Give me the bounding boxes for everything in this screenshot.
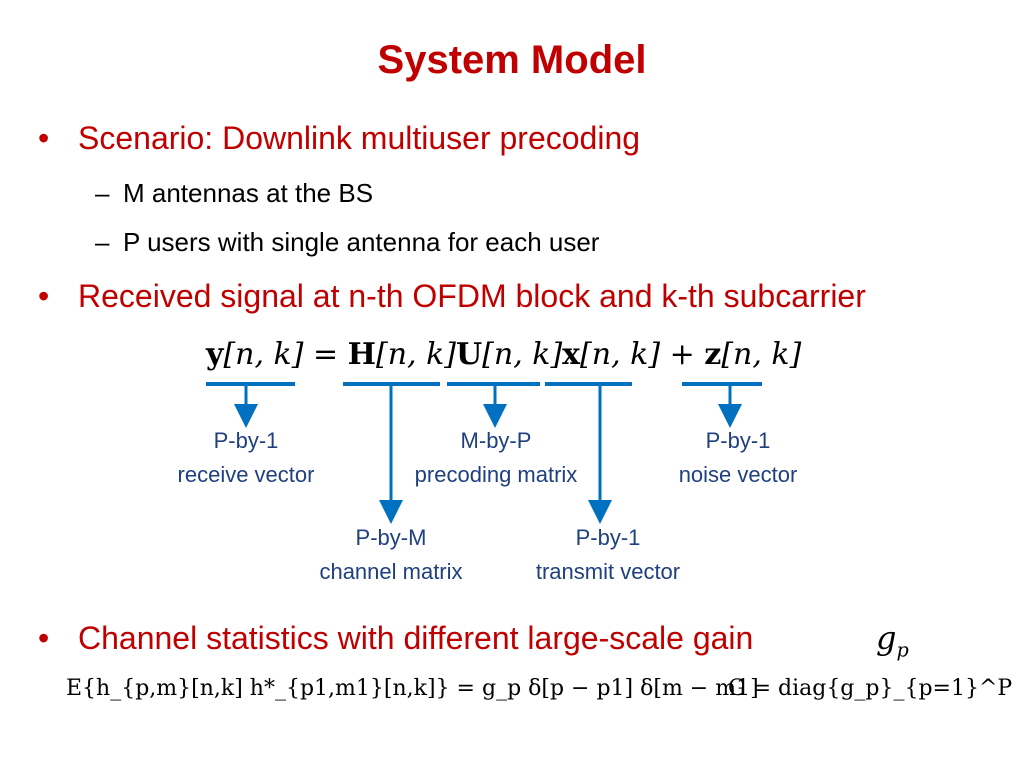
label-transmit-vector: P-by-1 transmit vector [508, 521, 708, 589]
eq-arg: [n, k] [580, 337, 661, 372]
signal-equation: y[n, k] = H[n, k]U[n, k]x[n, k] + z[n, k… [206, 340, 801, 370]
gain-sub: p [896, 638, 909, 662]
label-desc: channel matrix [319, 559, 463, 584]
eq-H: H [347, 337, 377, 372]
eq-arg: [n, k] [721, 337, 802, 372]
eq-equals: = [312, 337, 339, 372]
slide-title: System Model [377, 38, 647, 82]
dash-icon: – [95, 227, 110, 257]
eq-arg: [n, k] [223, 337, 304, 372]
eq-arg: [n, k] [482, 337, 563, 372]
eq-x: x [562, 337, 581, 372]
label-dim: P-by-1 [705, 428, 771, 453]
diag-formula: G = diag{g_p}_{p=1}^P [728, 676, 1013, 701]
sub-bullet-users: –P users with single antenna for each us… [95, 229, 599, 255]
label-dim: M-by-P [460, 428, 532, 453]
label-dim: P-by-1 [213, 428, 279, 453]
bullet-text: Scenario: Downlink multiuser precoding [78, 120, 641, 156]
bullet-dot-icon: • [38, 278, 50, 314]
label-noise-vector: P-by-1 noise vector [638, 424, 838, 492]
sub-bullet-antennas: –M antennas at the BS [95, 180, 373, 206]
eq-z: z [704, 337, 722, 372]
label-desc: transmit vector [535, 559, 681, 584]
label-precoding-matrix: M-by-P precoding matrix [396, 424, 596, 492]
statistics-formula: E{h_{p,m}[n,k] h*_{p1,m1}[n,k]} = g_p δ[… [66, 676, 759, 701]
label-desc: noise vector [678, 462, 798, 487]
sub-bullet-text: M antennas at the BS [123, 178, 374, 208]
label-receive-vector: P-by-1 receive vector [146, 424, 346, 492]
gain-g: g [876, 619, 897, 657]
sub-bullet-text: P users with single antenna for each use… [123, 227, 600, 257]
label-desc: receive vector [177, 462, 315, 487]
label-channel-matrix: P-by-M channel matrix [291, 521, 491, 589]
label-dim: P-by-1 [575, 525, 641, 550]
bullet-text: Received signal at n-th OFDM block and k… [78, 278, 866, 314]
bullet-text: Channel statistics with different large-… [78, 620, 754, 656]
gain-symbol: gp [876, 622, 909, 660]
eq-plus: + [669, 337, 695, 372]
bullet-dot-icon: • [38, 620, 50, 656]
dash-icon: – [95, 178, 110, 208]
label-desc: precoding matrix [414, 462, 578, 487]
eq-U: U [456, 337, 483, 372]
eq-arg: [n, k] [376, 337, 456, 372]
bullet-dot-icon: • [38, 120, 50, 156]
eq-y: y [206, 337, 224, 372]
label-dim: P-by-M [355, 525, 427, 550]
